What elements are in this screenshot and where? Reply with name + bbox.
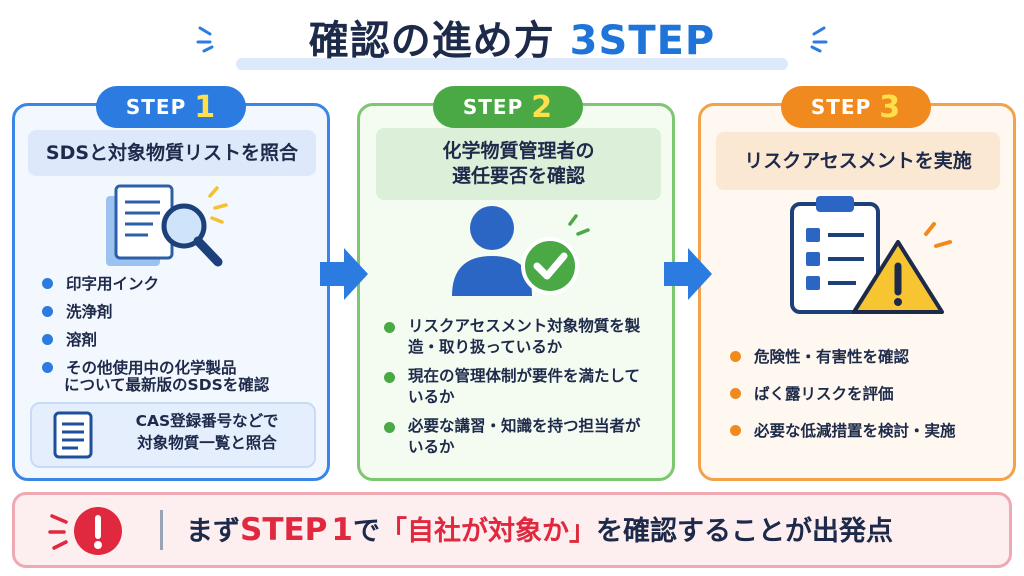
step2-bullet-list: リスクアセスメント対象物質を製造・取り扱っているか 現在の管理体制が要件を満たし… <box>382 316 652 466</box>
list-item: 印字用インク <box>40 272 237 294</box>
banner-divider <box>160 510 163 550</box>
step3-heading-text: リスクアセスメントを実施 <box>744 149 972 172</box>
title-main: 確認の進め方 <box>308 18 555 64</box>
sparkle-right-icon <box>810 26 828 53</box>
step2-heading-line1: 化学物質管理者の <box>442 140 595 163</box>
arrow-right-icon <box>320 248 368 300</box>
list-item: 現在の管理体制が要件を満たしているか <box>382 366 652 408</box>
step2-badge: STEP 2 <box>433 86 583 128</box>
person-check-icon <box>452 206 590 296</box>
step2-heading: 化学物質管理者の 選任要否を確認 <box>376 128 661 200</box>
step3-label: STEP <box>810 95 872 119</box>
document-icon <box>53 411 93 459</box>
step1-badge: STEP 1 <box>96 86 246 128</box>
list-item: その他使用中の化学製品 <box>40 356 237 378</box>
step1-bullet-list: 印字用インク 洗浄剤 溶剤 その他使用中の化学製品 <box>40 272 237 384</box>
step3-heading: リスクアセスメントを実施 <box>716 132 1000 190</box>
page-title: 確認の進め方 3STEP <box>0 8 1024 66</box>
clipboard-warning-icon <box>790 196 952 314</box>
banner-step-number: 1 <box>331 512 353 548</box>
list-item: 危険性・有害性を確認 <box>728 345 956 367</box>
title-underline <box>236 58 788 70</box>
banner-mid: で <box>352 516 380 547</box>
step2-number: 2 <box>531 89 554 125</box>
title-accent: 3STEP <box>569 18 716 64</box>
step1-note-text: CAS登録番号などで 対象物質一覧と照合 <box>112 410 302 455</box>
step2-label: STEP <box>462 95 524 119</box>
alert-icon <box>48 507 122 555</box>
note-line: CAS登録番号などで <box>135 412 279 430</box>
list-item: 洗浄剤 <box>40 300 237 322</box>
step1-heading: SDSと対象物質リストを照合 <box>28 130 316 176</box>
list-item: 溶剤 <box>40 328 237 350</box>
step1-heading-text: SDSと対象物質リストを照合 <box>45 141 299 164</box>
list-item: 必要な低減措置を検討・実施 <box>728 419 956 441</box>
list-item: リスクアセスメント対象物質を製造・取り扱っているか <box>382 316 652 358</box>
step3-number: 3 <box>879 89 902 125</box>
banner-post: を確認することが出発点 <box>595 516 893 547</box>
list-item: ばく露リスクを評価 <box>728 382 956 404</box>
list-item: 必要な講習・知識を持つ担当者がいるか <box>382 416 652 458</box>
arrow-right-icon <box>664 248 712 300</box>
note-line: 対象物質一覧と照合 <box>137 434 277 453</box>
banner-pre: まず <box>186 516 240 547</box>
step2-heading-line2: 選任要否を確認 <box>451 165 585 187</box>
title-area: 確認の進め方 3STEP <box>0 0 1024 78</box>
banner-quote: 「自社が対象か」 <box>379 516 596 547</box>
step3-bullet-list: 危険性・有害性を確認 ばく露リスクを評価 必要な低減措置を検討・実施 <box>728 345 956 456</box>
sparkle-left-icon <box>196 26 214 53</box>
step1-tail-text: について最新版のSDSを確認 <box>64 376 270 394</box>
step1-number: 1 <box>194 89 217 125</box>
step3-badge: STEP 3 <box>781 86 931 128</box>
bottom-banner <box>12 492 1012 568</box>
banner-step: STEP <box>240 512 328 548</box>
step1-label: STEP <box>125 95 187 119</box>
document-magnifier-icon <box>106 184 228 267</box>
